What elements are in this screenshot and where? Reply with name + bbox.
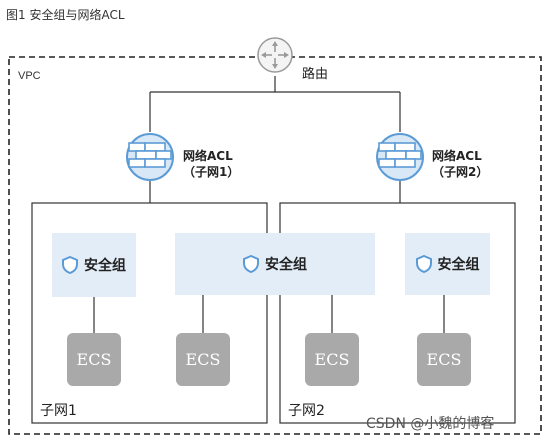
shield-icon (415, 255, 432, 273)
connector-lines (93, 76, 445, 333)
shield-icon (62, 256, 78, 274)
shield-icon (243, 255, 259, 273)
subnet2-label: 子网2 (288, 403, 325, 419)
acl2-label-line2: （子网2） (432, 165, 489, 179)
security-group-subnet1: 安全组 (52, 233, 136, 297)
figure-title: 图1 安全组与网络ACL (6, 8, 125, 22)
vpc-label: VPC (18, 70, 41, 82)
ecs-node-3: ECS (305, 333, 359, 386)
acl2-firewall-icon (376, 133, 424, 181)
router-label: 路由 (302, 67, 329, 82)
acl1-firewall-icon (126, 133, 174, 181)
watermark: CSDN @小魏的博客 (366, 416, 495, 432)
security-group-label: 安全组 (437, 257, 480, 273)
security-group-label: 安全组 (265, 257, 307, 273)
ecs-node-2: ECS (176, 333, 230, 386)
acl2-label-line1: 网络ACL (432, 149, 482, 163)
acl1-label-line1: 网络ACL (183, 149, 233, 163)
acl1-label: 网络ACL （子网1） (183, 148, 239, 180)
subnet2-box (279, 202, 516, 424)
security-group-label: 安全组 (84, 258, 126, 274)
acl2-label: 网络ACL （子网2） (432, 148, 488, 180)
subnet1-label: 子网1 (40, 403, 77, 419)
security-group-shared: 安全组 (175, 233, 375, 295)
subnet1-box (31, 202, 268, 424)
security-group-subnet2: 安全组 (405, 233, 490, 295)
ecs-node-1: ECS (67, 333, 121, 386)
ecs-node-4: ECS (417, 333, 471, 386)
acl1-label-line2: （子网1） (183, 165, 240, 179)
router-icon (257, 37, 293, 73)
